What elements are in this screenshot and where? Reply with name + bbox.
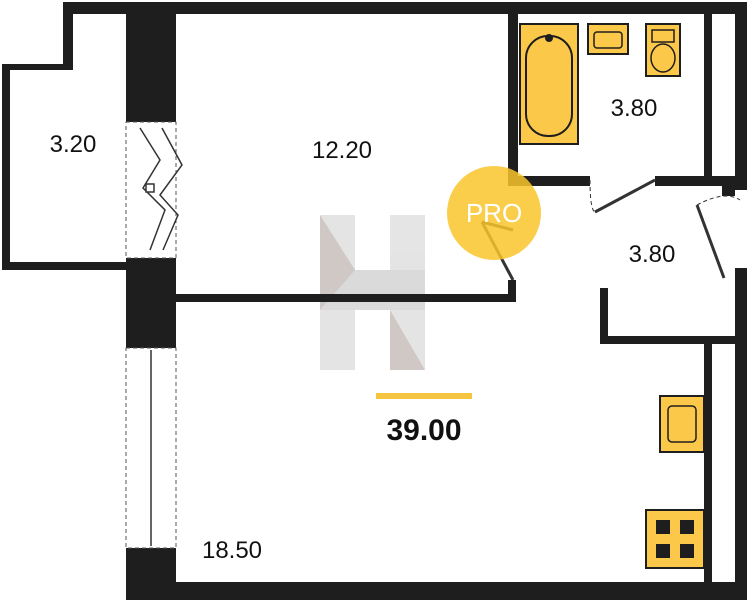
watermark-logo	[320, 215, 425, 370]
window-frames	[139, 127, 183, 546]
pro-badge-text: PRO	[466, 198, 522, 228]
total-area-underline	[376, 393, 472, 399]
pro-badge: PRO	[447, 166, 541, 260]
windows	[125, 121, 177, 549]
room-area-bathroom: 3.80	[611, 95, 658, 122]
room-area-living-kitchen: 18.50	[202, 537, 262, 564]
total-area: 39.00	[386, 414, 461, 447]
room-area-hallway: 3.80	[629, 241, 676, 268]
kitchen-sink	[659, 395, 705, 453]
toilet	[645, 23, 681, 77]
stove	[645, 509, 705, 569]
bathtub	[519, 23, 579, 145]
bathroom-sink	[587, 23, 629, 55]
room-area-balcony: 3.20	[50, 131, 97, 158]
room-area-bedroom: 12.20	[312, 137, 372, 164]
